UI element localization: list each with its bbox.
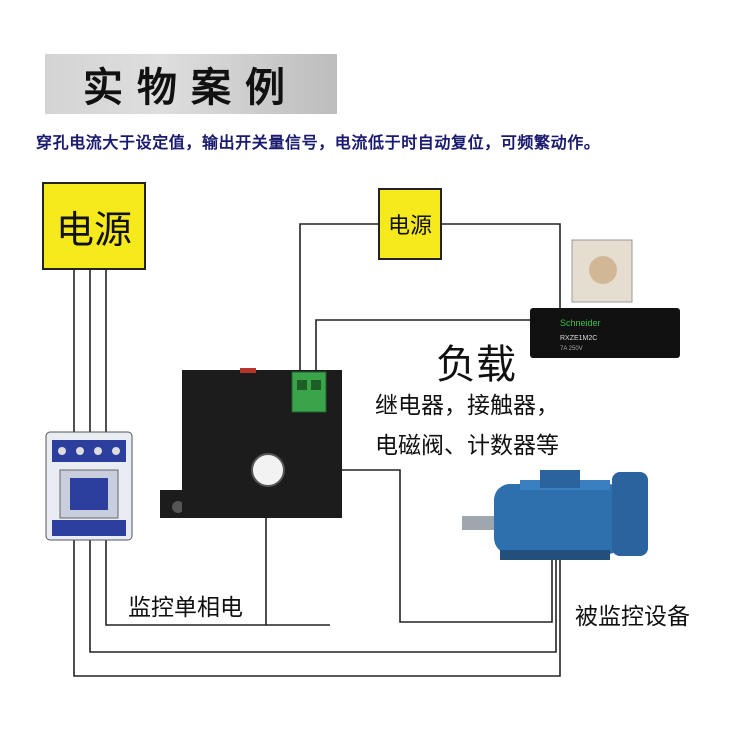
relay-rating: 7A 250V	[560, 346, 583, 352]
relay-brand: Schneider	[560, 318, 601, 328]
device-label: 被监控设备	[575, 597, 690, 631]
load-description-line1: 继电器，接触器，	[375, 386, 559, 420]
load-description-line2: 电磁阀、计数器等	[375, 426, 559, 460]
load-label: 负载	[436, 332, 516, 390]
contactor	[46, 432, 132, 540]
relay: Schneider RXZE1M2C 7A 250V	[530, 240, 680, 358]
current-sensor	[160, 368, 342, 518]
main-power-supply: 电源	[42, 182, 146, 270]
electric-motor	[462, 470, 648, 560]
monitor-label: 监控单相电	[128, 588, 243, 622]
relay-power-supply: 电源	[378, 188, 442, 260]
relay-model: RXZE1M2C	[560, 335, 597, 342]
